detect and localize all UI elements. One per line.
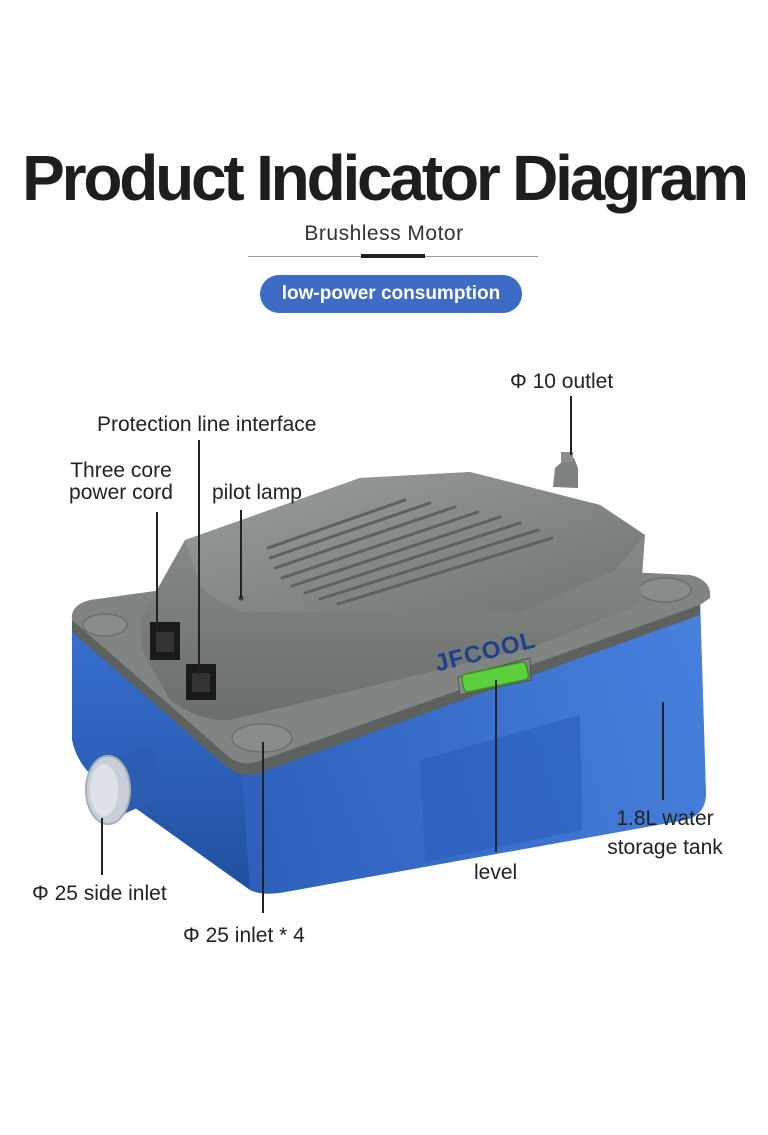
water-tank (72, 600, 706, 894)
tank-label-line1: 1.8L water (616, 807, 714, 830)
protection-interface-label: Protection line interface (97, 413, 317, 436)
outlet-label: Φ 10 outlet (510, 370, 614, 393)
pump-cover (140, 452, 645, 721)
page-title: Product Indicator Diagram (22, 142, 749, 214)
power-cord-label-line1: Three core (70, 459, 172, 482)
outlet-nozzle (553, 458, 578, 488)
subtitle-divider-accent (361, 254, 425, 258)
subtitle: Brushless Motor (304, 222, 464, 245)
level-label: level (474, 861, 518, 884)
side-inlet (85, 745, 165, 825)
pilot-lamp-label: pilot lamp (212, 481, 302, 504)
inlet-label: Φ 25 inlet * 4 (183, 924, 305, 947)
tank-label-line2: storage tank (607, 836, 723, 859)
vent-grille (266, 498, 554, 606)
callout-leaders (101, 396, 664, 913)
power-cord-label-line2: power cord (69, 481, 173, 504)
feature-badge: low-power consumption (260, 275, 522, 313)
side-inlet-label: Φ 25 side inlet (32, 882, 167, 905)
